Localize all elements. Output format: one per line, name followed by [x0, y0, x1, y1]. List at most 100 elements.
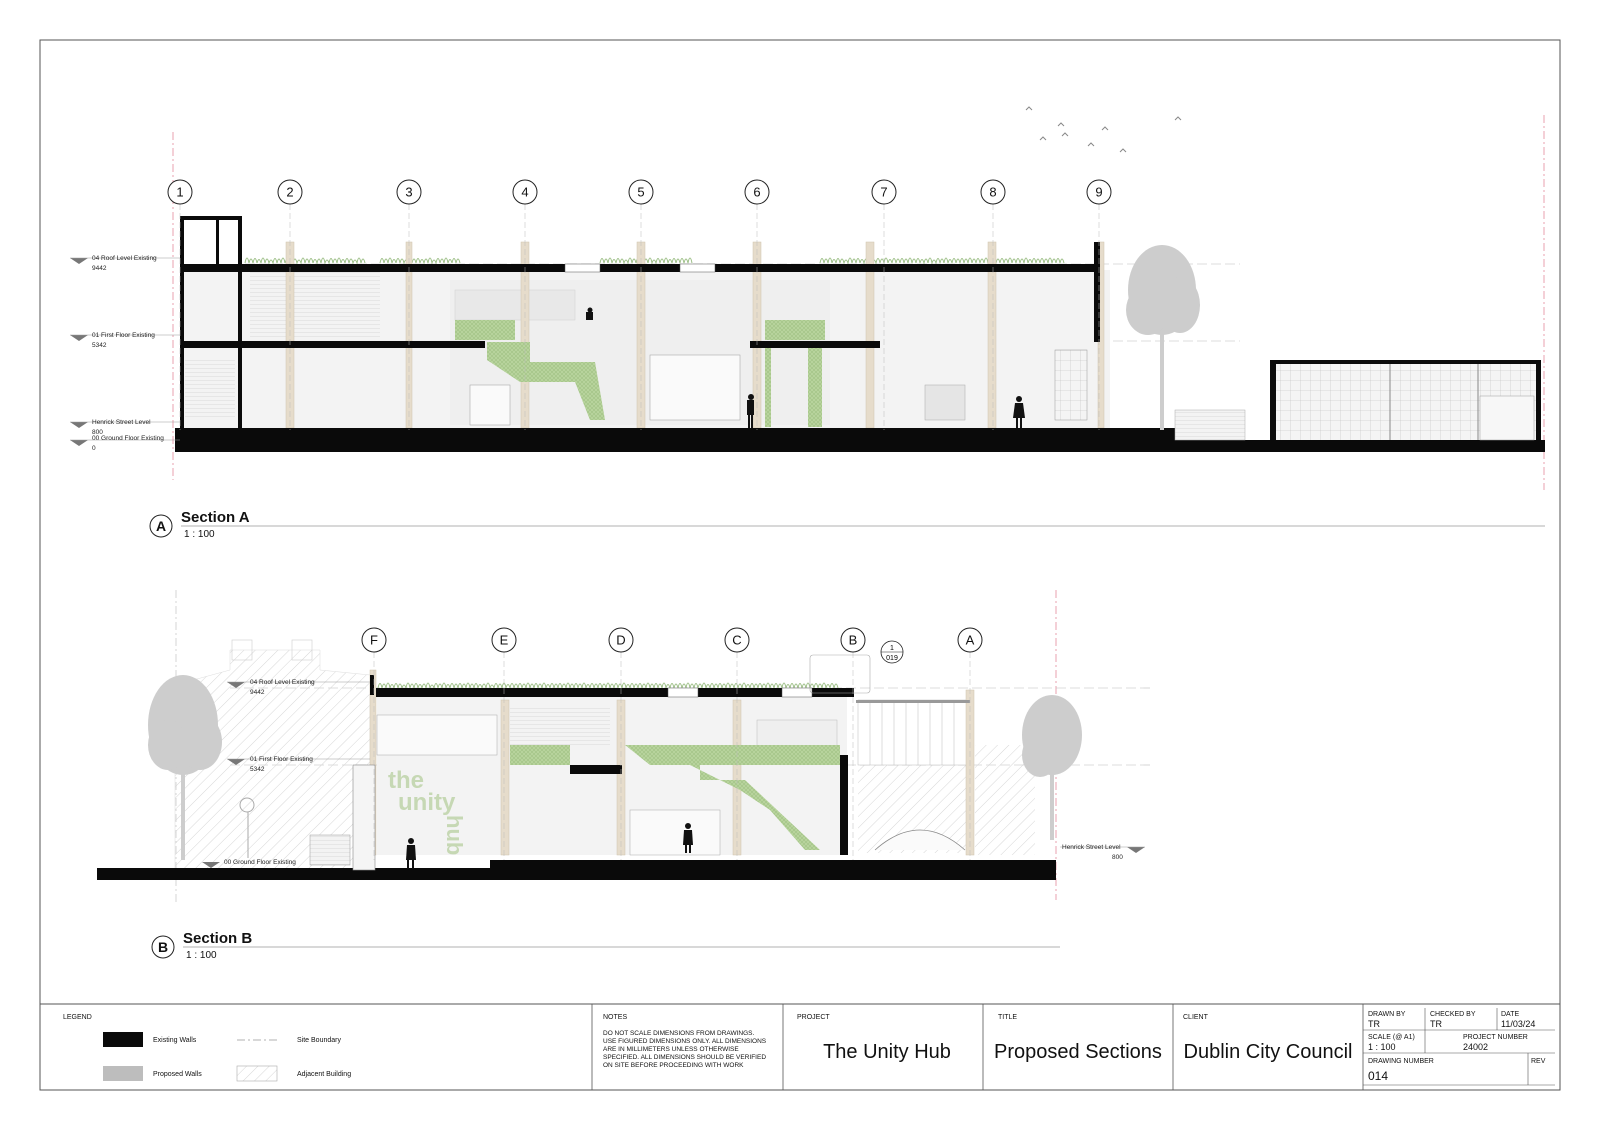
level-a-first-value: 5342 — [92, 342, 107, 349]
grid-bubble-7: 7 — [871, 179, 897, 430]
grid-label-3: 3 — [405, 185, 412, 200]
drawn-by-label: DRAWN BY — [1368, 1011, 1406, 1018]
grid-label-5: 5 — [637, 185, 644, 200]
section-b-drawing: the unity hub — [97, 590, 1150, 905]
grid-label-6: 6 — [753, 185, 760, 200]
grid-bubble-3: 3 — [396, 179, 422, 430]
grid-bubble-5: 5 — [628, 179, 654, 430]
level-a-first-name: 01 First Floor Existing — [92, 332, 155, 339]
grid-bubble-d: D — [608, 627, 634, 860]
level-a-ground-name: 00 Ground Floor Existing — [92, 435, 164, 442]
section-b-title-block: B Section B 1 : 100 — [151, 930, 1060, 961]
mural-text-the: the — [388, 767, 424, 794]
rev-label: REV — [1531, 1058, 1546, 1065]
notes-line-4: SPECIFIED. ALL DIMENSIONS SHOULD BE VERI… — [603, 1054, 766, 1061]
legend-label-proposed: Proposed Walls — [153, 1071, 202, 1078]
date-value: 11/03/24 — [1501, 1019, 1535, 1029]
grid-bubble-8: 8 — [980, 179, 1006, 430]
level-a-street-value: 800 — [92, 429, 103, 436]
grid-label-a: A — [966, 633, 975, 648]
legend-swatch-adjacent — [236, 1065, 278, 1082]
section-a-levels: 04 Roof Level Existing 9442 01 First Flo… — [92, 255, 164, 452]
mural-text-hub: hub — [442, 815, 467, 855]
date-label: DATE — [1501, 1011, 1519, 1018]
section-b-levels: 04 Roof Level Existing 9442 01 First Flo… — [224, 679, 1123, 866]
legend-swatch-existing — [103, 1032, 143, 1047]
section-a-marker: A — [156, 518, 166, 534]
section-b-scale: 1 : 100 — [186, 950, 217, 961]
grid-bubble-9: 9 — [1086, 179, 1112, 430]
legend-label-existing: Existing Walls — [153, 1037, 197, 1044]
title-label: TITLE — [998, 1014, 1017, 1021]
level-b-roof-name: 04 Roof Level Existing — [250, 679, 315, 686]
grid-bubble-e: E — [491, 627, 517, 860]
title-block: LEGEND Existing Walls Site Boundary Prop… — [40, 1003, 1560, 1090]
grid-label-7: 7 — [880, 185, 887, 200]
checked-by-value: TR — [1430, 1019, 1442, 1029]
section-b-marker: B — [158, 939, 168, 955]
notes-line-2: USE FIGURED DIMENSIONS ONLY. ALL DIMENSI… — [603, 1038, 767, 1045]
scale-label: SCALE (@ A1) — [1368, 1034, 1415, 1041]
grid-label-c: C — [732, 633, 741, 648]
legend-label-boundary: Site Boundary — [297, 1037, 341, 1044]
notes: NOTES DO NOT SCALE DIMENSIONS FROM DRAWI… — [603, 1014, 767, 1069]
detail-callout: 1 019 — [809, 640, 904, 694]
drawing-number-label: DRAWING NUMBER — [1368, 1058, 1434, 1065]
grid-bubble-4: 4 — [512, 179, 538, 430]
project-number-label: PROJECT NUMBER — [1463, 1034, 1528, 1041]
grid-label-1: 1 — [176, 185, 183, 200]
drawing-title: Proposed Sections — [994, 1041, 1162, 1063]
client-label: CLIENT — [1183, 1014, 1209, 1021]
callout-bottom-text: 019 — [886, 655, 898, 662]
drawing-number-value: 014 — [1368, 1069, 1388, 1083]
notes-line-3: ARE IN MILLIMETERS UNLESS OTHERWISE — [603, 1046, 739, 1053]
grid-label-4: 4 — [521, 185, 528, 200]
grid-bubble-1: 1 — [167, 179, 193, 430]
notes-heading: NOTES — [603, 1014, 627, 1021]
project-name: The Unity Hub — [823, 1041, 951, 1063]
grid-label-2: 2 — [286, 185, 293, 200]
legend-swatch-proposed — [103, 1066, 143, 1081]
legend-label-adjacent: Adjacent Building — [297, 1071, 351, 1078]
legend-heading: LEGEND — [63, 1014, 92, 1021]
level-b-street-name: Henrick Street Level — [1062, 844, 1121, 851]
grid-bubble-f: F — [361, 627, 387, 860]
legend: LEGEND Existing Walls Site Boundary Prop… — [63, 1014, 351, 1082]
level-a-roof-name: 04 Roof Level Existing — [92, 255, 157, 262]
grid-bubble-c: C — [724, 627, 750, 860]
section-a-drawing — [70, 106, 1545, 490]
level-a-street-name: Henrick Street Level — [92, 419, 151, 426]
grid-bubble-6: 6 — [744, 179, 770, 430]
drawn-by-value: TR — [1368, 1019, 1380, 1029]
grid-label-f: F — [370, 633, 378, 648]
project-number-value: 24002 — [1463, 1042, 1488, 1052]
unity-hub-mural: the unity hub — [388, 767, 467, 855]
grid-label-d: D — [616, 633, 625, 648]
grid-bubble-a: A — [957, 627, 983, 860]
project-label: PROJECT — [797, 1014, 830, 1021]
grid-label-8: 8 — [989, 185, 996, 200]
section-b-grid: F E D C B A 1 — [361, 627, 983, 860]
sheet-border — [39, 39, 1561, 1091]
level-b-ground-name: 00 Ground Floor Existing — [224, 859, 296, 866]
callout-top-text: 1 — [890, 645, 894, 652]
section-a-title: Section A — [181, 509, 250, 526]
mural-text-unity: unity — [398, 789, 456, 816]
section-a-title-block: A Section A 1 : 100 — [149, 509, 1545, 540]
client-name: Dublin City Council — [1184, 1041, 1353, 1063]
level-b-street-value: 800 — [1112, 854, 1123, 861]
section-a-grid: 1 2 3 4 5 6 7 — [167, 179, 1112, 430]
level-a-roof-value: 9442 — [92, 265, 107, 272]
checked-by-label: CHECKED BY — [1430, 1011, 1476, 1018]
section-a-scale: 1 : 100 — [184, 529, 215, 540]
grid-label-9: 9 — [1095, 185, 1102, 200]
level-b-first-name: 01 First Floor Existing — [250, 756, 313, 763]
notes-line-5: ON SITE BEFORE PROCEEDING WITH WORK — [603, 1062, 744, 1069]
grid-label-b: B — [849, 633, 858, 648]
level-b-roof-value: 9442 — [250, 689, 265, 696]
notes-line-1: DO NOT SCALE DIMENSIONS FROM DRAWINGS. — [603, 1030, 755, 1037]
scale-value: 1 : 100 — [1368, 1042, 1396, 1052]
grid-label-e: E — [500, 633, 509, 648]
level-b-first-value: 5342 — [250, 766, 265, 773]
